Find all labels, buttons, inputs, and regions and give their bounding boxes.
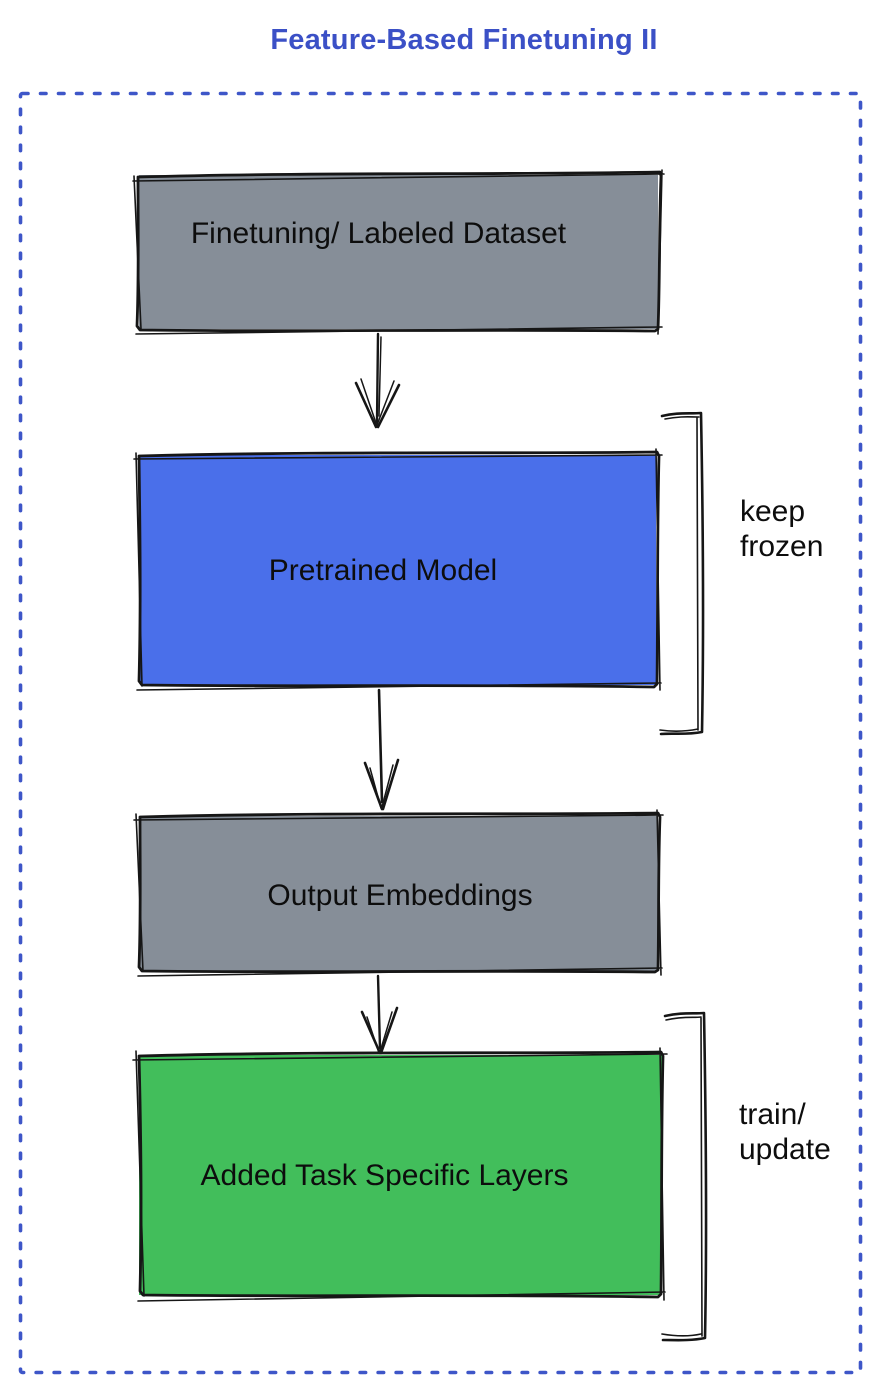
node-output-embeddings-label: Output Embeddings [267,878,533,912]
node-added-task-specific-layers: Added Task Specific Layers [139,1055,662,1295]
annotation-keep-frozen-line1: keep [740,495,806,528]
bracket-keep-frozen [659,411,705,736]
annotation-train-update-line1: train/ [739,1098,806,1131]
node-pretrained-model-label: Pretrained Model [268,554,498,587]
node-output-embeddings: Output Embeddings [140,816,658,971]
bracket-train-update [661,1011,708,1342]
annotation-keep-frozen: keep frozen [740,494,823,564]
node-finetuning-dataset-label: Finetuning/ Labeled Dataset [190,217,567,250]
arrow-pretrained-to-embeddings [363,688,400,811]
node-added-task-specific-layers-label: Added Task Specific Layers [200,1159,569,1192]
annotation-train-update: train/ update [739,1097,831,1167]
arrow-embeddings-to-task-layers [360,974,399,1055]
annotation-train-update-line2: update [739,1133,831,1166]
diagram-title: Feature-Based Finetuning II [270,24,658,56]
arrow-dataset-to-pretrained [354,332,401,429]
annotation-keep-frozen-line2: frozen [740,530,824,563]
node-pretrained-model: Pretrained Model [140,455,656,685]
node-finetuning-dataset: Finetuning/ Labeled Dataset [139,175,658,329]
